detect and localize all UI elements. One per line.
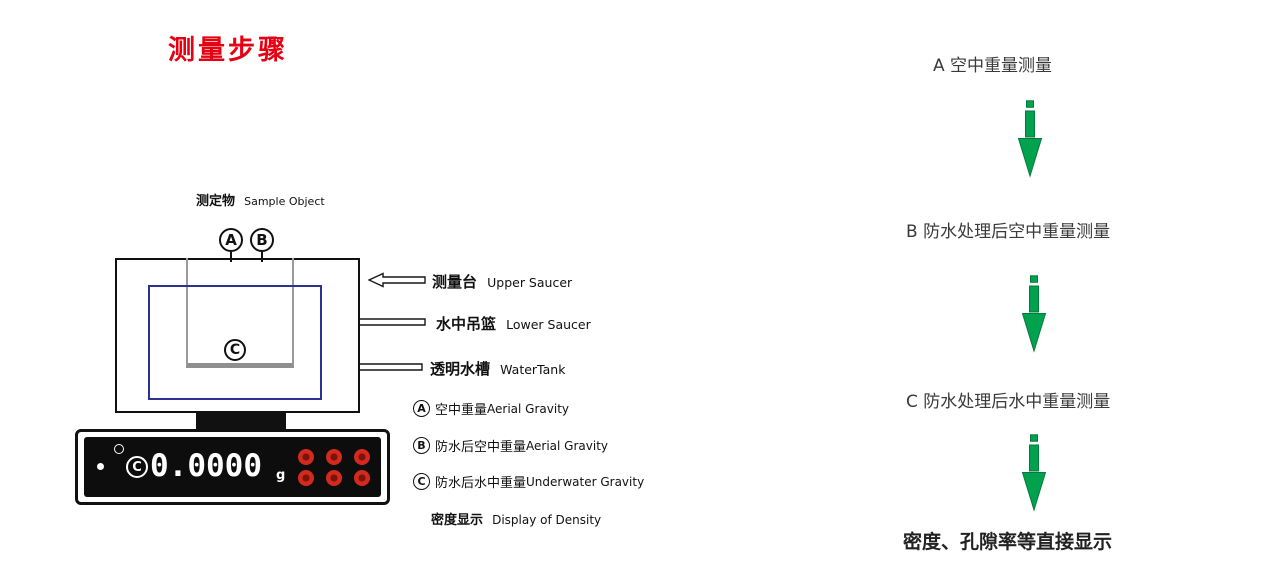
flow-down-arrow-icon [1021, 434, 1047, 512]
sample-object-zh: 测定物 [196, 194, 236, 209]
sample-object-en: Sample Object [244, 195, 325, 208]
callout-water-tank: 透明水槽 WaterTank [430, 358, 565, 379]
lower-saucer-basket [186, 258, 294, 368]
red-button [354, 469, 370, 486]
callout-upper-saucer-zh: 测量台 [432, 273, 478, 291]
flow-result: 密度、孔隙率等直接显示 [903, 531, 1113, 553]
display-badge-c: C [126, 456, 148, 478]
sample-object-label: 测定物 Sample Object [196, 190, 325, 209]
callout-lower-saucer-en: Lower Saucer [506, 317, 591, 332]
callout-water-tank-zh: 透明水槽 [430, 360, 491, 378]
upper-saucer-housing [115, 258, 360, 413]
legend-a-zh: 空中重量 [435, 403, 488, 418]
indicator-dot-icon [97, 463, 104, 470]
callout-upper-saucer: 测量台 Upper Saucer [432, 271, 572, 292]
basket-badge-c: C [224, 339, 246, 361]
callout-lower-saucer-zh: 水中吊篮 [436, 315, 497, 333]
legend-b-zh: 防水后空中重量 [435, 440, 527, 455]
flow-step-c: C 防水处理后水中重量测量 [906, 392, 1111, 412]
legend-c-en: Underwater Gravity [526, 474, 645, 489]
callout-lower-saucer: 水中吊篮 Lower Saucer [436, 313, 591, 334]
flow-step-a: A 空中重量测量 [933, 56, 1053, 76]
display-value: 0.0000 [150, 448, 262, 484]
display-buttons [292, 446, 376, 488]
legend-b-en: Aerial Gravity [526, 438, 608, 453]
hanger-badge-b: B [250, 228, 274, 252]
legend-item-a: A 空中重量 Aerial Gravity [413, 399, 569, 418]
callout-arrow-icon [368, 272, 426, 288]
red-button [298, 448, 314, 465]
legend-item-c: C 防水后水中重量 Underwater Gravity [413, 472, 644, 491]
indicator-ring-icon [114, 444, 124, 454]
callout-water-tank-en: WaterTank [500, 362, 566, 377]
water-tank-outline [148, 285, 322, 400]
flow-down-arrow-icon [1021, 275, 1047, 353]
page-title: 测量步骤 [168, 35, 288, 66]
display-unit-label: g [276, 468, 286, 483]
red-button [326, 448, 342, 465]
flow-step-b: B 防水处理后空中重量测量 [906, 222, 1111, 242]
hanger-badge-a: A [219, 228, 243, 252]
scale-display-unit: C 0.0000 g [75, 429, 390, 505]
legend-badge-b: B [413, 437, 430, 454]
legend-badge-c: C [413, 473, 430, 490]
flow-down-arrow-icon [1017, 100, 1043, 178]
density-en: Display of Density [492, 513, 602, 527]
legend-c-zh: 防水后水中重量 [435, 476, 527, 491]
display-panel: C 0.0000 g [84, 437, 381, 497]
legend-badge-a: A [413, 400, 430, 417]
callout-upper-saucer-en: Upper Saucer [487, 275, 573, 290]
density-zh: 密度显示 [431, 513, 484, 528]
red-button [298, 469, 314, 486]
scale-stand [196, 413, 286, 430]
red-button [354, 448, 370, 465]
hanger-wire-b [261, 252, 263, 262]
hanger-wire-a [230, 252, 232, 262]
density-display-label: 密度显示 Display of Density [431, 509, 601, 528]
legend-a-en: Aerial Gravity [487, 401, 569, 416]
red-button [326, 469, 342, 486]
legend-item-b: B 防水后空中重量 Aerial Gravity [413, 436, 608, 455]
